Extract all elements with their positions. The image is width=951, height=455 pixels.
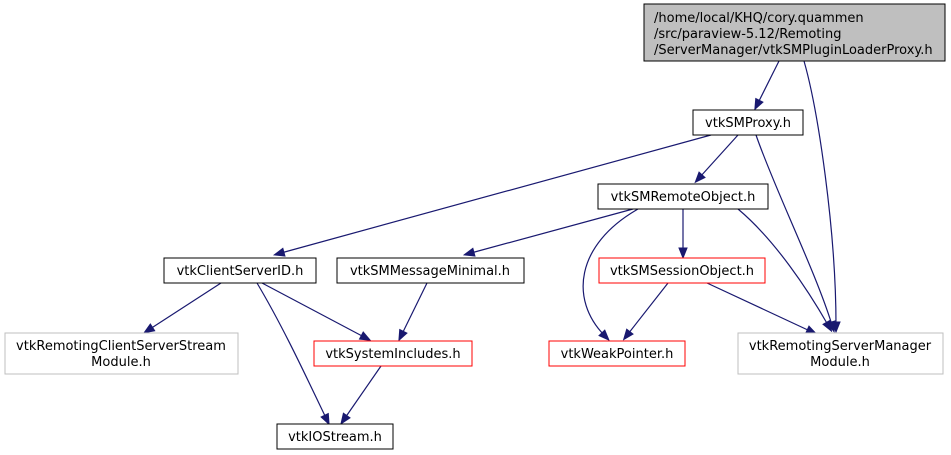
edge-arrowhead [320, 412, 330, 426]
edge-line [803, 60, 837, 326]
edge-arrowhead [678, 247, 688, 260]
edge-arrowhead [598, 329, 610, 341]
edge-vtkSMProxy-to-vtkClientServerID [272, 134, 712, 257]
edge-line [737, 208, 829, 326]
edge-vtkSMRemoteObject-to-vtkSMSessionObject [678, 209, 688, 260]
node-vtkiostream-box [276, 423, 394, 450]
edge-arrowhead [462, 247, 476, 257]
node-vtksmremoteobject-label: vtkSMRemoteObject.h [611, 190, 756, 205]
node-vtksystemincludes[interactable]: vtkSystemIncludes.h [313, 340, 473, 367]
node-vtksmproxy[interactable]: vtkSMProxy.h [692, 109, 804, 136]
node-vtkremotingclientserverstreammodule-box [4, 332, 239, 375]
edge-line [757, 60, 780, 104]
node-vtkiostream-label: vtkIOStream.h [288, 430, 382, 445]
edge-vtkClientServerID-to-vtkIOStream [256, 282, 330, 426]
node-root-label-1: /home/local/KHQ/cory.quammen [654, 11, 864, 26]
edge-line [470, 208, 634, 254]
node-vtksystemincludes-label: vtkSystemIncludes.h [325, 347, 460, 362]
node-vtkweakpointer-label: vtkWeakPointer.h [561, 347, 674, 362]
edge-root-to-vtkRemotingServerManagerModule [803, 60, 841, 334]
node-vtkclientserverid-box [163, 257, 317, 284]
edge-arrowhead [142, 323, 156, 334]
node-vtksmsessionobject[interactable]: vtkSMSessionObject.h [598, 257, 766, 284]
edge-vtkSMProxy-to-vtkSMRemoteObject [694, 134, 739, 184]
node-vtkremotingclientserverstreammodule-label-2: Module.h [91, 355, 151, 370]
edge-vtkSMRemoteObject-to-vtkWeakPointer [582, 208, 639, 341]
node-root-label-2: /src/paraview-5.12/Remoting [654, 27, 841, 42]
edge-vtkSMRemoteObject-to-vtkSMMessageMinimal [462, 208, 634, 257]
node-vtkremotingservermanagermodule-box [737, 332, 944, 375]
edge-line [261, 282, 365, 338]
edge-line [256, 282, 327, 419]
node-vtkremotingservermanagermodule-label-2: Module.h [810, 355, 870, 370]
node-vtksmremoteobject[interactable]: vtkSMRemoteObject.h [597, 183, 769, 210]
node-vtkclientserverid[interactable]: vtkClientServerID.h [163, 257, 317, 284]
node-vtksystemincludes-box [313, 340, 473, 367]
node-vtkremotingclientserverstreammodule-label-1: vtkRemotingClientServerStream [16, 339, 226, 354]
node-vtksmmessageminimal-box [336, 257, 525, 284]
node-vtksmsessionobject-label: vtkSMSessionObject.h [610, 264, 754, 279]
edge-vtkSMSessionObject-to-vtkWeakPointer [622, 282, 669, 341]
edge-line [627, 282, 669, 335]
node-vtksmproxy-box [692, 109, 804, 136]
edge-line [699, 134, 739, 178]
node-vtkremotingclientserverstreammodule[interactable]: vtkRemotingClientServerStream Module.h [4, 332, 239, 375]
node-vtksmmessageminimal[interactable]: vtkSMMessageMinimal.h [336, 257, 525, 284]
node-vtksmmessageminimal-label: vtkSMMessageMinimal.h [350, 264, 510, 279]
edge-arrowhead [822, 319, 833, 333]
edge-layer [142, 60, 841, 426]
edge-arrowhead [398, 328, 408, 342]
edge-arrowhead [622, 328, 634, 341]
edge-line [344, 365, 382, 419]
node-vtkremotingservermanagermodule-label-1: vtkRemotingServerManager [749, 339, 932, 354]
node-root[interactable]: /home/local/KHQ/cory.quammen /src/paravi… [643, 3, 946, 62]
node-vtkremotingservermanagermodule[interactable]: vtkRemotingServerManager Module.h [737, 332, 944, 375]
node-vtkweakpointer[interactable]: vtkWeakPointer.h [548, 340, 686, 367]
node-vtkweakpointer-box [548, 340, 686, 367]
edge-vtkClientServerID-to-vtkRemotingClientServerStreamModule [142, 282, 222, 334]
edge-arrowhead [694, 171, 706, 184]
edge-vtkSMMessageMinimal-to-vtkSystemIncludes [398, 282, 428, 342]
node-vtksmremoteobject-box [597, 183, 769, 210]
edge-vtkSMProxy-to-vtkRemotingServerManagerModule [755, 134, 836, 333]
edge-line [755, 134, 833, 326]
node-vtkiostream[interactable]: vtkIOStream.h [276, 423, 394, 450]
edge-root-to-vtkSMProxy [754, 60, 780, 111]
edge-line [280, 134, 712, 254]
node-vtksmsessionobject-box [598, 257, 766, 284]
edge-vtkSMSessionObject-to-vtkRemotingServerManagerModule [706, 282, 818, 335]
edge-arrowhead [358, 331, 372, 341]
edge-line [582, 208, 639, 336]
edge-vtkSystemIncludes-to-vtkIOStream [340, 365, 382, 425]
edge-line [401, 282, 428, 335]
node-root-label-3: /ServerManager/vtkSMPluginLoaderProxy.h [654, 43, 933, 58]
node-vtksmproxy-label: vtkSMProxy.h [705, 116, 791, 131]
node-vtkclientserverid-label: vtkClientServerID.h [177, 264, 304, 279]
edge-line [706, 282, 811, 332]
edge-arrowhead [272, 247, 286, 257]
edge-arrowhead [754, 97, 764, 111]
edge-vtkSMRemoteObject-to-vtkRemotingServerManagerModule [737, 208, 833, 333]
edge-line [149, 282, 222, 330]
edge-vtkClientServerID-to-vtkSystemIncludes [261, 282, 372, 341]
edge-arrowhead [340, 412, 351, 425]
node-root-box [643, 3, 946, 62]
